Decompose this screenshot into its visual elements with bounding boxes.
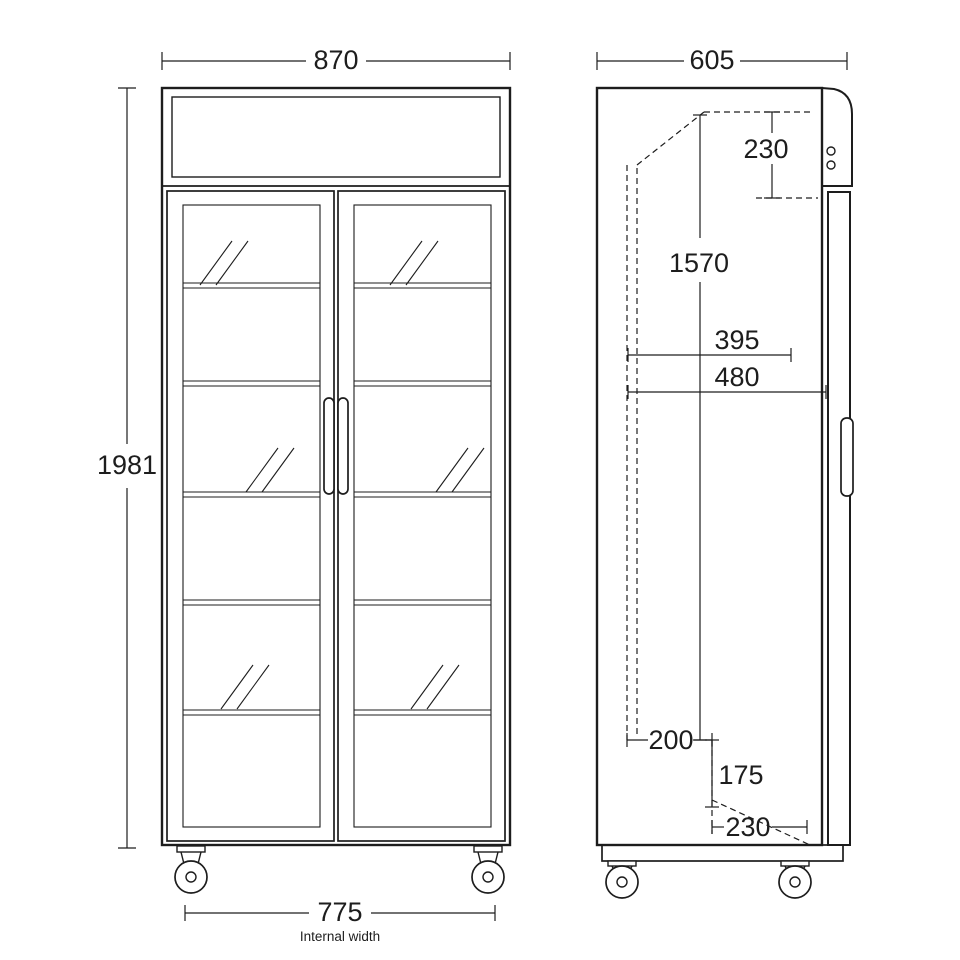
door-left-glass: [182, 204, 321, 828]
canopy-lightbox: [162, 96, 510, 187]
internal-width-caption: Internal width: [300, 929, 380, 944]
dim-shelf-depth-395: 395: [627, 325, 792, 362]
control-knob-icon: [826, 160, 836, 170]
canopy-sign-panel: [171, 96, 501, 178]
shelf-lines-left: [183, 282, 320, 716]
handle-left: [323, 397, 335, 495]
shelf-lines-right: [354, 282, 491, 716]
dim-width-870: 870: [161, 45, 511, 75]
door-left: [166, 190, 335, 842]
side-view: 605: [595, 45, 854, 899]
front-view: 870 1981: [97, 45, 512, 944]
door-left-frame: [166, 190, 335, 842]
caster-side-right: [778, 860, 812, 899]
dim-depth-605: 605: [596, 45, 848, 75]
dim-bottom-front-label: 230: [725, 812, 770, 842]
door-right-frame: [337, 190, 506, 842]
dim-base-height-175: 175: [705, 739, 764, 808]
dim-base-height-label: 175: [718, 760, 763, 790]
cabinet-outline: [160, 86, 512, 847]
caster-front-left: [174, 845, 208, 894]
dim-door-depth-label: 480: [714, 362, 759, 392]
dim-height-label: 1981: [97, 450, 157, 480]
dim-shelf-depth-label: 395: [714, 325, 759, 355]
side-door-handle: [840, 417, 854, 497]
dim-internal-width-label: 775: [317, 897, 362, 927]
dim-door-depth-480: 480: [627, 362, 827, 399]
handle-right: [337, 397, 349, 495]
wheel-hub: [482, 871, 494, 883]
dim-internal-width-775: 775 Internal width: [184, 897, 496, 944]
dim-depth-label: 605: [689, 45, 734, 75]
dim-top-230: 230: [743, 111, 789, 199]
wheel-hub: [789, 876, 801, 888]
side-base: [601, 844, 844, 862]
side-body-outline: [595, 86, 824, 847]
door-handles: [323, 397, 349, 495]
wheel: [471, 860, 505, 894]
side-door: [827, 191, 854, 846]
dim-top-label: 230: [743, 134, 788, 164]
wheel-hub: [616, 876, 628, 888]
dim-bottom-front-230: 230: [711, 812, 808, 842]
dim-bottom-depth-200: 200: [626, 725, 713, 755]
door-right: [337, 190, 506, 842]
wheel: [174, 860, 208, 894]
control-knob-icon: [826, 146, 836, 156]
wheel-hub: [185, 871, 197, 883]
dim-height-1981: 1981: [97, 87, 157, 849]
dim-bottom-depth-label: 200: [648, 725, 693, 755]
side-canopy: [821, 87, 853, 187]
side-door-panel: [827, 191, 851, 846]
caster-front-right: [471, 845, 505, 894]
wheel: [778, 865, 812, 899]
dim-interior-height-label: 1570: [669, 248, 729, 278]
caster-side-left: [605, 860, 639, 899]
dim-width-label: 870: [313, 45, 358, 75]
glass-reflection-marks-right: [389, 240, 485, 710]
door-right-glass: [353, 204, 492, 828]
glass-reflection-marks-left: [199, 240, 295, 710]
dim-interior-height-1570: 1570: [669, 114, 729, 741]
wheel: [605, 865, 639, 899]
